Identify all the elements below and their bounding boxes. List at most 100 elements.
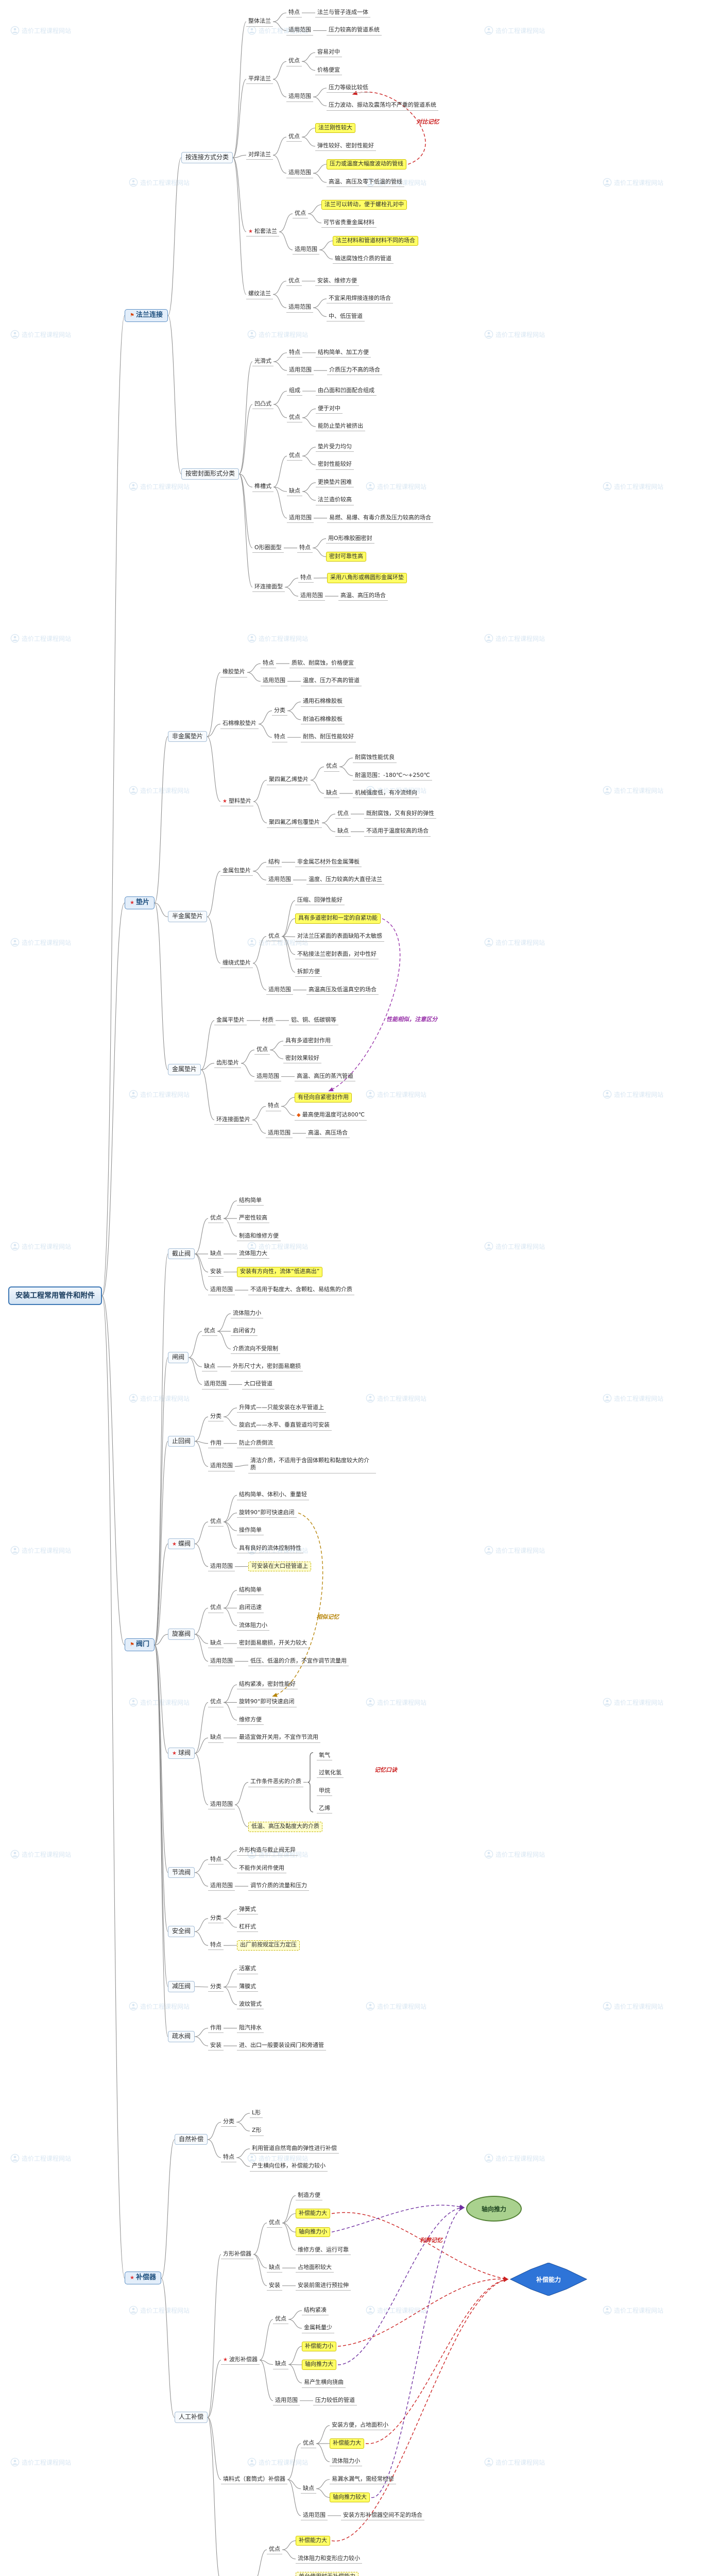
mindmap-node[interactable]: 人工补偿 — [175, 2412, 208, 2423]
mindmap-node[interactable]: 特点 — [261, 659, 276, 669]
mindmap-node[interactable]: 介质压力不高的场合 — [327, 366, 382, 376]
mindmap-node[interactable]: 采用八角形或椭圆形金属环垫 — [327, 573, 407, 583]
mindmap-node[interactable]: 法兰材料和管道材料不同的场合 — [333, 236, 418, 246]
mindmap-node[interactable]: 耐温范围：-180℃～+250℃ — [353, 771, 432, 781]
mindmap-node[interactable]: 优点 — [208, 1517, 224, 1527]
mindmap-node[interactable]: 对焊法兰 — [246, 150, 273, 160]
mindmap-node[interactable]: 优点 — [301, 2439, 316, 2449]
mindmap-node[interactable]: 缺点 — [273, 2360, 288, 2369]
mindmap-node[interactable]: 外形尺寸大，密封面易磨损 — [231, 1362, 303, 1372]
mindmap-node[interactable]: 不适用于黏度大、含颗粒、易结焦的介质 — [248, 1285, 354, 1295]
mindmap-node[interactable]: 薄膜式 — [237, 1982, 258, 1992]
mindmap-node[interactable]: 适用范围 — [266, 875, 293, 885]
mindmap-node[interactable]: 有径向自紧密封作用 — [295, 1092, 352, 1103]
mindmap-node[interactable]: 特点 — [272, 733, 287, 742]
mindmap-node[interactable]: 环连接面垫片 — [214, 1115, 252, 1125]
mindmap-node[interactable]: 优点 — [293, 209, 308, 219]
mindmap-node[interactable]: 弹簧式 — [237, 1905, 258, 1914]
mindmap-node[interactable]: 产生横向位移，补偿能力较小 — [250, 2162, 328, 2172]
mindmap-node[interactable]: 轴向推力小 — [296, 2227, 330, 2238]
mindmap-node[interactable]: 适用范围 — [286, 92, 313, 102]
mindmap-node[interactable]: 不适用于温度较高的场合 — [364, 827, 431, 837]
mindmap-node[interactable]: 低温、高压及黏度大的介质 — [248, 1822, 322, 1832]
mindmap-node[interactable]: 分类 — [208, 1982, 224, 1992]
mindmap-node[interactable]: 适用范围 — [208, 1562, 235, 1571]
mindmap-node[interactable]: 可节省贵重金属材料 — [321, 218, 377, 228]
mindmap-node[interactable]: 优点 — [267, 2218, 282, 2228]
mindmap-node[interactable]: 优点 — [202, 1327, 217, 1336]
mindmap-node[interactable]: 中、低压管道 — [327, 312, 365, 321]
mindmap-node[interactable]: 优点 — [208, 1698, 224, 1707]
mindmap-node[interactable]: 适用范围 — [202, 1380, 229, 1389]
mindmap-node[interactable]: 缺点 — [208, 1733, 224, 1743]
mindmap-node[interactable]: 流体阻力小 — [330, 2457, 362, 2467]
mindmap-node[interactable]: 通用石棉橡胶板 — [301, 697, 345, 707]
mindmap-node[interactable]: 升降式——只能安装在水平管道上 — [237, 1403, 326, 1413]
mindmap-node[interactable]: 自然补偿 — [175, 2133, 208, 2145]
mindmap-node[interactable]: 截止阀 — [168, 1248, 195, 1260]
mindmap-node[interactable]: 能防止垫片被挤出 — [316, 422, 365, 432]
mindmap-node[interactable]: 适用范围 — [208, 1462, 235, 1471]
mindmap-node[interactable]: 分类 — [221, 2117, 236, 2127]
mindmap-node[interactable]: 闸阀 — [168, 1351, 189, 1363]
mindmap-node[interactable]: 结构简单、加工方便 — [316, 348, 371, 358]
mindmap-node[interactable]: 缺点 — [301, 2484, 316, 2494]
mindmap-node[interactable]: 杠杆式 — [237, 1923, 258, 1933]
mindmap-node[interactable]: 优点 — [335, 809, 351, 819]
mindmap-node[interactable]: 易燃、易爆、有毒介质及压力较高的场合 — [327, 514, 433, 523]
mindmap-node[interactable]: 轴向推力较大 — [330, 2493, 370, 2503]
mindmap-node[interactable]: 进、出口一般要装设阀门和旁通管 — [237, 2041, 326, 2051]
mindmap-node[interactable]: 适用范围 — [287, 366, 314, 376]
mindmap-node[interactable]: 特点 — [208, 1855, 224, 1865]
mindmap-node[interactable]: 优点 — [267, 2545, 282, 2555]
mindmap-node[interactable]: 旋塞阀 — [168, 1629, 195, 1640]
mindmap-node[interactable]: 安装 — [208, 2041, 224, 2051]
mindmap-node[interactable]: 适用范围 — [208, 1285, 235, 1295]
mindmap-node[interactable]: 补偿能力大 — [330, 2438, 364, 2449]
mindmap-node[interactable]: 低压、低温的介质，不宜作调节流量用 — [248, 1657, 349, 1666]
mindmap-node[interactable]: 结构 — [266, 858, 282, 867]
mindmap-node[interactable]: 密封面易磨损，开关力较大 — [237, 1639, 309, 1649]
mindmap-node[interactable]: 聚四氟乙烯垫片 — [267, 775, 311, 785]
mindmap-node[interactable]: 特点 — [208, 1941, 224, 1951]
mindmap-node[interactable]: 活塞式 — [237, 1964, 258, 1974]
mindmap-node[interactable]: 流体阻力和变形应力较小 — [296, 2554, 362, 2564]
mindmap-node[interactable]: 优点 — [286, 57, 302, 66]
mindmap-node[interactable]: 结构简单 — [237, 1196, 264, 1206]
mindmap-node[interactable]: 调节介质的流量和压力 — [248, 1882, 309, 1891]
mindmap-node[interactable]: 清洁介质，不适用于含固体颗粒和黏度较大的介质 — [248, 1456, 376, 1473]
mindmap-node[interactable]: ★塑料垫片 — [220, 797, 253, 807]
mindmap-node[interactable]: 法兰造价较高 — [316, 496, 354, 505]
mindmap-node[interactable]: ◆最高使用温度可达800℃ — [295, 1111, 367, 1121]
mindmap-node[interactable]: 适用范围 — [254, 1072, 281, 1081]
mindmap-node[interactable]: 适用范围 — [208, 1800, 235, 1810]
mindmap-node[interactable]: 适用范围 — [287, 514, 314, 523]
mindmap-node[interactable]: 维修方便、运行可靠 — [296, 2246, 351, 2256]
mindmap-node[interactable]: 制造方便 — [296, 2191, 322, 2200]
mindmap-node[interactable]: 止回阀 — [168, 1435, 195, 1447]
mindmap-node[interactable]: 优点 — [287, 451, 302, 461]
mindmap-node[interactable]: 平焊法兰 — [246, 75, 273, 84]
mindmap-node[interactable]: 高温、高压场合 — [306, 1129, 350, 1139]
mindmap-node[interactable]: 氧气 — [317, 1751, 332, 1761]
mindmap-node[interactable]: 最适宜做开关用，不宜作节流用 — [237, 1733, 320, 1743]
mindmap-node[interactable]: 适用范围 — [293, 245, 319, 255]
mindmap-node[interactable]: 作用 — [208, 1439, 224, 1448]
mindmap-node[interactable]: 旋转90°即可快速启闭 — [237, 1698, 297, 1707]
mindmap-node[interactable]: 法兰与管子连成一体 — [315, 8, 370, 18]
mindmap-node[interactable]: 弹性较好、密封性能好 — [315, 142, 376, 151]
mindmap-node[interactable]: 金属垫片 — [168, 1064, 201, 1076]
mindmap-node[interactable]: 不粘接法兰密封表面，对中性好 — [295, 950, 379, 960]
mindmap-node[interactable]: 安装方形补偿器空间不足的场合 — [341, 2511, 424, 2521]
mindmap-node[interactable]: 优点 — [266, 932, 282, 941]
mindmap-node[interactable]: ★松套法兰 — [246, 227, 279, 237]
mindmap-node[interactable]: 特点 — [286, 8, 302, 18]
branch-gasket[interactable]: ★垫片 — [125, 896, 155, 909]
mindmap-node[interactable]: 适用范围 — [286, 26, 313, 36]
mindmap-node[interactable]: 耐热、耐压性能较好 — [301, 733, 356, 742]
mindmap-node[interactable]: 环连接面型 — [252, 583, 285, 592]
mindmap-node[interactable]: 节流阀 — [168, 1867, 195, 1878]
mindmap-node[interactable]: 介质流向不受限制 — [231, 1345, 280, 1354]
mindmap-node[interactable]: 法兰可以转动，便于螺栓孔对中 — [321, 199, 407, 210]
mindmap-node[interactable]: 适用范围 — [298, 591, 325, 601]
